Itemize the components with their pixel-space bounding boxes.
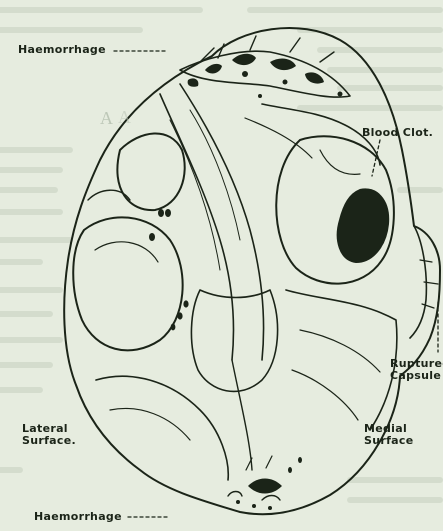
- label-lateral-surface: Lateral Surface.: [22, 423, 76, 447]
- upper-left-chamber: [117, 133, 184, 210]
- lower-right-region: [286, 290, 397, 430]
- blood-spots: [149, 209, 302, 473]
- label-haemorrhage-top: Haemorrhage: [18, 44, 106, 56]
- label-text: Haemorrhage: [18, 44, 106, 56]
- label-text: Blood Clot.: [362, 127, 433, 139]
- page-heading-fragment: A: [118, 110, 131, 124]
- central-lower-structure: [191, 290, 277, 391]
- central-band-left: [160, 94, 234, 360]
- label-text: Capsule: [390, 370, 443, 382]
- label-text: Haemorrhage: [34, 511, 122, 523]
- haemorrhage-bottom-marks: [228, 456, 282, 510]
- label-ruptured-capsule: Ruptured Capsule: [390, 358, 443, 382]
- label-haemorrhage-bottom: Haemorrhage: [34, 511, 122, 523]
- left-chamber: [73, 217, 182, 350]
- lower-left-region: [96, 376, 228, 480]
- blood-clot: [338, 189, 388, 262]
- label-blood-clot: Blood Clot.: [362, 127, 433, 139]
- label-medial-surface: Medial Surface: [364, 423, 413, 447]
- label-text: Surface.: [22, 435, 76, 447]
- label-text: Surface: [364, 435, 413, 447]
- haemorrhage-top-marks: [188, 54, 343, 98]
- heading-fragment-text: A: [118, 107, 131, 127]
